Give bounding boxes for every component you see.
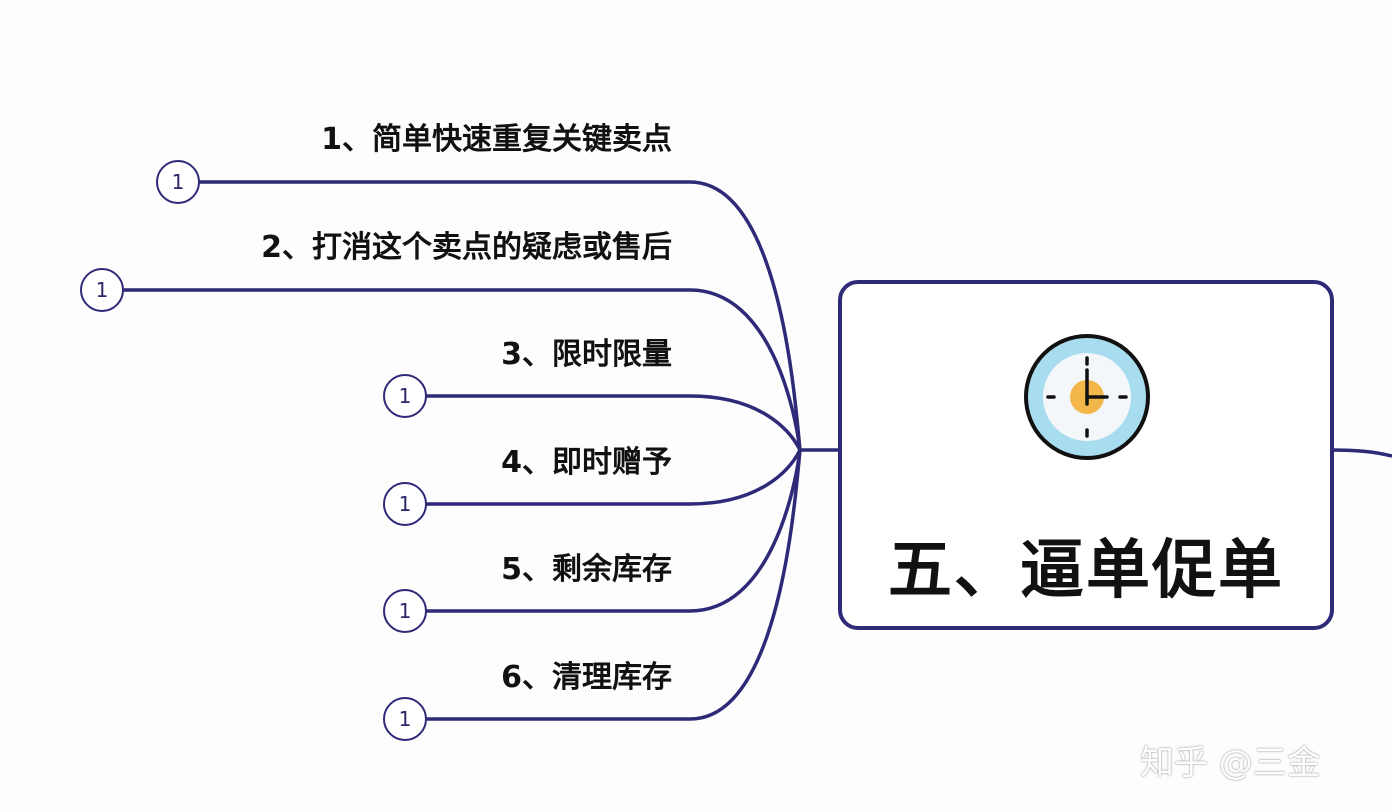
connector-1 <box>199 180 802 451</box>
branch-label-3[interactable]: 3、限时限量 <box>501 337 672 372</box>
branch-label-6[interactable]: 6、清理库存 <box>501 660 672 695</box>
connector-6 <box>426 449 802 721</box>
badge-circle-2 <box>80 268 124 312</box>
connector-2 <box>123 288 802 451</box>
root-title: 五、逼单促单 <box>888 534 1284 608</box>
clock-icon <box>1024 334 1150 460</box>
badge-circle-1 <box>156 160 200 204</box>
badge-4[interactable]: 1 <box>398 492 412 516</box>
badge-circle-3 <box>383 374 427 418</box>
connector-right <box>1329 448 1392 458</box>
branch-label-2[interactable]: 2、打消这个卖点的疑虑或售后 <box>261 230 672 265</box>
branch-label-5[interactable]: 5、剩余库存 <box>501 552 672 587</box>
root-node[interactable]: 五、逼单促单 <box>838 280 1334 630</box>
connector-4 <box>426 449 802 506</box>
badge-5[interactable]: 1 <box>398 599 412 623</box>
badge-6[interactable]: 1 <box>398 707 412 731</box>
badge-2[interactable]: 1 <box>95 278 109 302</box>
badge-circle-5 <box>383 589 427 633</box>
branch-label-1[interactable]: 1、简单快速重复关键卖点 <box>321 122 672 157</box>
badge-circle-4 <box>383 482 427 526</box>
branch-label-4[interactable]: 4、即时赠予 <box>501 445 672 480</box>
badge-3[interactable]: 1 <box>398 384 412 408</box>
badge-1[interactable]: 1 <box>171 170 185 194</box>
watermark: 知乎 @三金 <box>1140 743 1321 783</box>
connector-3 <box>426 394 802 451</box>
badge-circle-6 <box>383 697 427 741</box>
